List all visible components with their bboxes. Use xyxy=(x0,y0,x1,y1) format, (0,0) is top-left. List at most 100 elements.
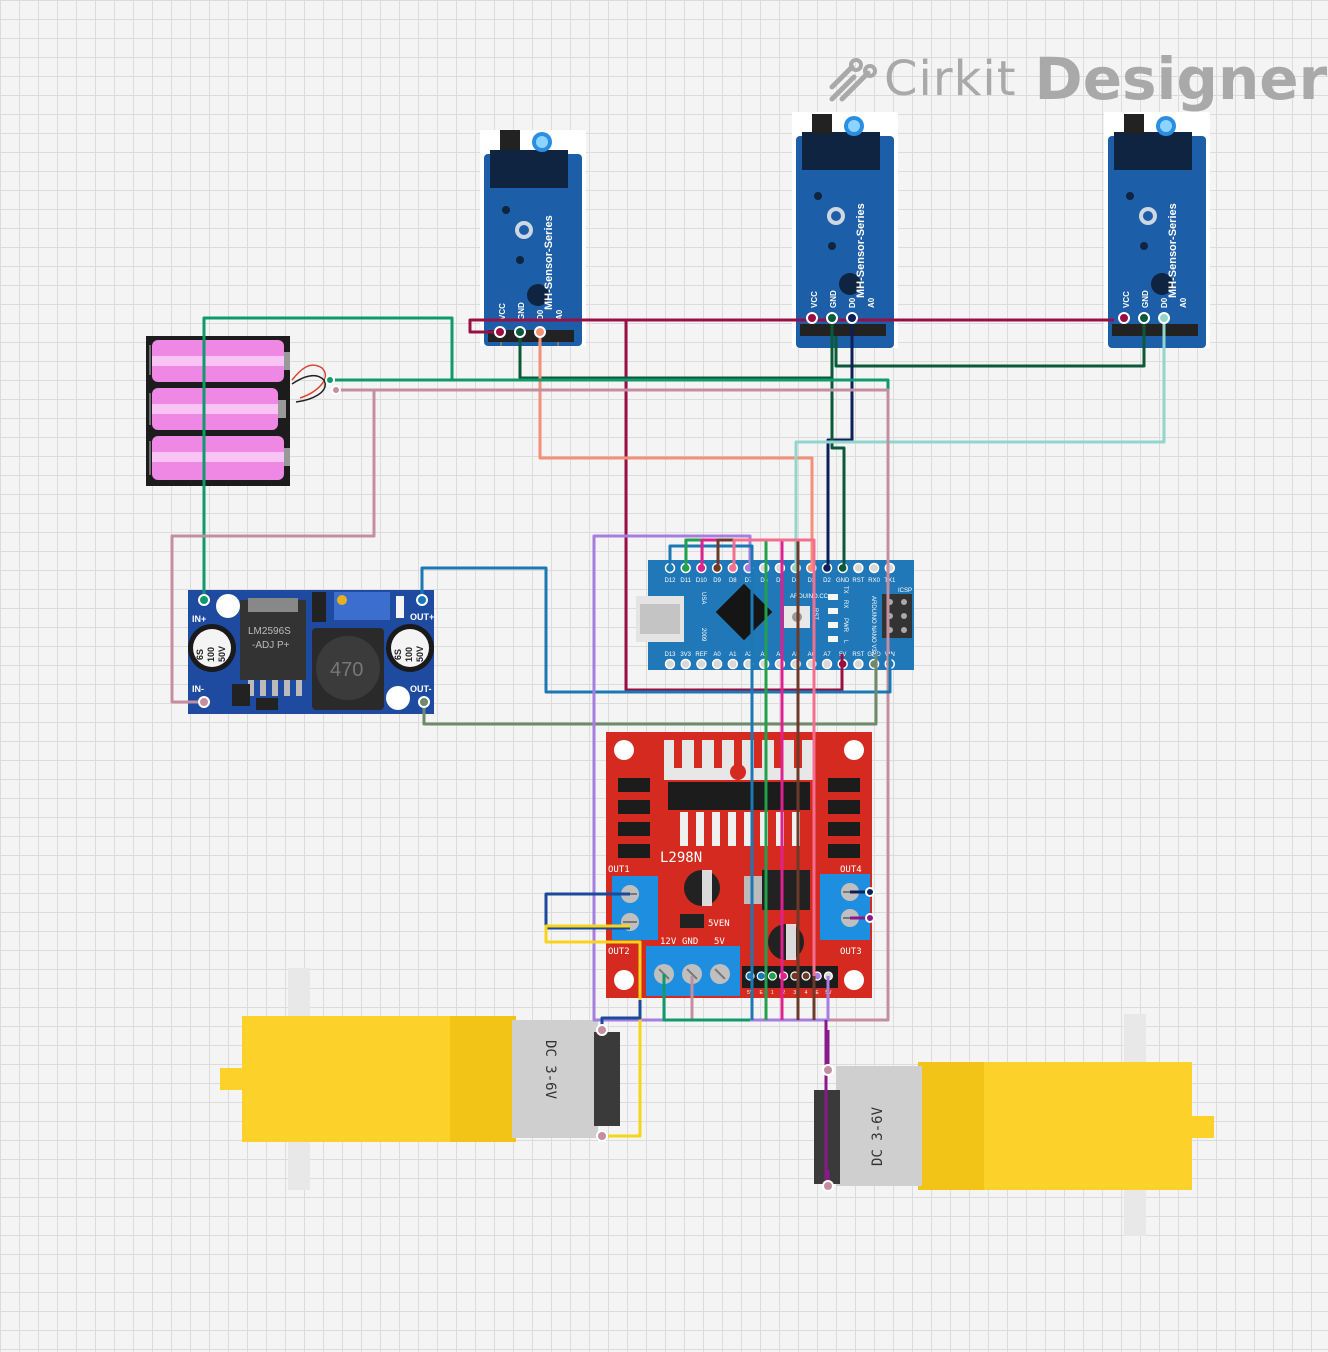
buck-inductor-label: 470 xyxy=(330,659,363,681)
nano-pin-label-top-5: D7 xyxy=(745,578,753,584)
dc-gear-motor-right[interactable]: DC 3-6V xyxy=(814,1014,1214,1236)
sensor-1-pin-a0: A0 xyxy=(555,309,564,320)
l298n-label-12v: 12V xyxy=(660,937,677,947)
pin-dot-buck-out-plus[interactable] xyxy=(416,594,428,606)
dc-gear-motor-left[interactable]: DC 3-6V xyxy=(220,968,620,1190)
wire-sensor2-gnd-to-nano-gnd[interactable] xyxy=(830,336,846,566)
pin-dot-sensor2-gnd[interactable] xyxy=(826,312,838,324)
nano-pin-bottom-3[interactable] xyxy=(711,658,723,670)
l298n-logic-pin-1[interactable] xyxy=(756,971,766,981)
nano-pin-label-top-0: D12 xyxy=(664,578,676,584)
nano-pin-top-12[interactable] xyxy=(853,562,864,574)
wire-vcc-to-nano-5v[interactable] xyxy=(624,320,844,692)
nano-pin-top-13[interactable] xyxy=(868,562,880,574)
arduino-nano-board[interactable]: USA 2009 ARDUINO.CC RST TX RX PWR L ICSP… xyxy=(636,560,914,670)
buck-pin-in-plus-label: IN+ xyxy=(192,614,206,624)
pin-dot-sensor1-d0[interactable] xyxy=(534,326,546,338)
buck-converter-module[interactable]: LM2596S -ADJ P+ 470 6S 100 50V 6S 100 xyxy=(188,590,434,714)
wire-motor-left-blue[interactable] xyxy=(600,1000,642,1030)
pin-dot-sensor3-gnd[interactable] xyxy=(1138,312,1150,324)
l298n-label-5v: 5V xyxy=(714,937,725,947)
sensor-2-pin-vcc: VCC xyxy=(810,291,819,308)
nano-pin-label-top-3: D9 xyxy=(713,578,721,584)
l298n-logic-pin-label-6: E xyxy=(816,990,820,996)
sensor-2-pin-a0: A0 xyxy=(867,297,876,308)
l298n-motor-driver[interactable]: L298N OUT1 OUT2 OUT3 OUT4 5VEN xyxy=(606,732,872,998)
pin-dot-motor-right-a[interactable] xyxy=(822,1064,834,1076)
wire-buck-gnd-to-nano-gnd[interactable] xyxy=(422,654,878,726)
nano-pin-bottom-2[interactable] xyxy=(696,658,707,670)
ir-sensor-module-3[interactable]: MH-Sensor-Series VCC GND D0 A0 xyxy=(1104,112,1210,348)
wire-gnd-rail-sensor3[interactable] xyxy=(834,318,1146,368)
pin-dot-sensor1-vcc[interactable] xyxy=(494,326,506,338)
nano-pin-bottom-12[interactable] xyxy=(853,658,864,670)
buck-capacitor-left: 6S 100 50V xyxy=(188,624,236,672)
motor-left-label: DC 3-6V xyxy=(542,1040,558,1100)
battery-cell-3 xyxy=(152,436,290,480)
cirkit-designer-logo: Cirkit Designer xyxy=(826,45,1328,113)
nano-pin-label-top-10: D2 xyxy=(823,578,831,584)
wire-buck-out-to-nano-vin[interactable] xyxy=(420,566,892,694)
pin-dot-motor-left-b[interactable] xyxy=(596,1130,608,1142)
l298n-logic-pin-2[interactable] xyxy=(767,971,778,981)
ir-sensor-module-1[interactable]: MH-Sensor-Series VCC GND D0 A0 xyxy=(480,130,586,346)
nano-pin-label-bottom-2: REF xyxy=(695,652,707,658)
wire-driver-12v-green[interactable] xyxy=(662,974,750,1022)
pin-dot-sensor3-d0[interactable] xyxy=(1158,312,1170,324)
nano-label-pwr: PWR xyxy=(842,618,848,633)
pin-dot-motor-right-b[interactable] xyxy=(822,1180,834,1192)
ir-sensor-module-2[interactable]: MH-Sensor-Series VCC GND D0 A0 xyxy=(792,112,898,348)
buck-pin-out-minus-label: OUT- xyxy=(410,684,432,694)
nano-pin-bottom-0[interactable] xyxy=(664,658,676,670)
logo-text-designer: Designer xyxy=(1034,45,1328,113)
buck-pin-out-plus-label: OUT+ xyxy=(410,612,434,622)
wire-nano-d12[interactable] xyxy=(668,544,754,976)
pin-dot-sensor1-gnd[interactable] xyxy=(514,326,526,338)
battery-pack[interactable] xyxy=(146,336,327,486)
pin-dot-motor-left-a[interactable] xyxy=(596,1024,608,1036)
l298n-logic-pin-5[interactable] xyxy=(801,971,811,981)
wire-battery-minus-to-driver-gnd[interactable] xyxy=(336,388,890,1022)
nano-pin-bottom-1[interactable] xyxy=(680,658,691,670)
nano-pin-bottom-4[interactable] xyxy=(727,658,739,670)
pin-dot-buck-out-minus[interactable] xyxy=(418,696,430,708)
nano-label-l: L xyxy=(842,640,848,644)
wire-vcc-rail[interactable] xyxy=(468,318,1114,334)
terminal-out1-out2[interactable] xyxy=(612,876,658,940)
pin-dot-buck-in-minus[interactable] xyxy=(198,696,210,708)
wire-sensor3-d0-to-d4[interactable] xyxy=(794,318,1166,566)
l298n-logic-pin-label-5: 4 xyxy=(805,990,808,996)
nano-pin-label-top-7: D5 xyxy=(776,578,784,584)
l298n-label-out1: OUT1 xyxy=(608,865,630,875)
wire-battery-plus-to-driver-12v[interactable] xyxy=(330,378,890,530)
l298n-label-out2: OUT2 xyxy=(608,947,630,957)
buck-chip-sub: -ADJ P+ xyxy=(252,640,290,651)
sensor-2-pin-d0: D0 xyxy=(848,297,857,308)
l298n-logic-pin-label-3: 2 xyxy=(782,990,785,996)
pin-dot-sensor3-vcc[interactable] xyxy=(1118,312,1130,324)
pin-dot-battery-minus[interactable] xyxy=(331,385,341,395)
nano-label-2009: 2009 xyxy=(700,628,706,642)
nano-label-tx: TX xyxy=(842,586,848,594)
pin-dot-buck-in-plus[interactable] xyxy=(198,594,210,606)
pin-dot-sensor2-d0[interactable] xyxy=(846,312,858,324)
sensor-3-pin-a0: A0 xyxy=(1179,297,1188,308)
pin-dot-out4-navy[interactable] xyxy=(865,887,875,897)
pin-dot-battery-plus[interactable] xyxy=(325,375,335,385)
nano-pin-bottom-10[interactable] xyxy=(821,658,833,670)
pin-dot-out3-purple[interactable] xyxy=(865,913,875,923)
wire-motor-left-yellow[interactable] xyxy=(544,924,642,1138)
wire-sensor1-d0-to-d3[interactable] xyxy=(538,332,814,566)
buck-cap-right-label-1: 6S xyxy=(393,649,403,660)
pin-dot-sensor2-vcc[interactable] xyxy=(806,312,818,324)
wire-nano-d8[interactable] xyxy=(732,538,816,976)
l298n-heatsink xyxy=(664,740,814,846)
buck-cap-left-label-2: 100 xyxy=(206,647,216,662)
sensor-1-pin-d0: D0 xyxy=(536,309,545,320)
l298n-label-5ven: 5VEN xyxy=(708,919,730,929)
terminal-out3-out4[interactable] xyxy=(820,874,870,940)
sensor-1-series-label: MH-Sensor-Series xyxy=(543,215,555,310)
wire-motor-left-out1[interactable] xyxy=(544,892,630,930)
motor-right-label: DC 3-6V xyxy=(870,1106,886,1166)
